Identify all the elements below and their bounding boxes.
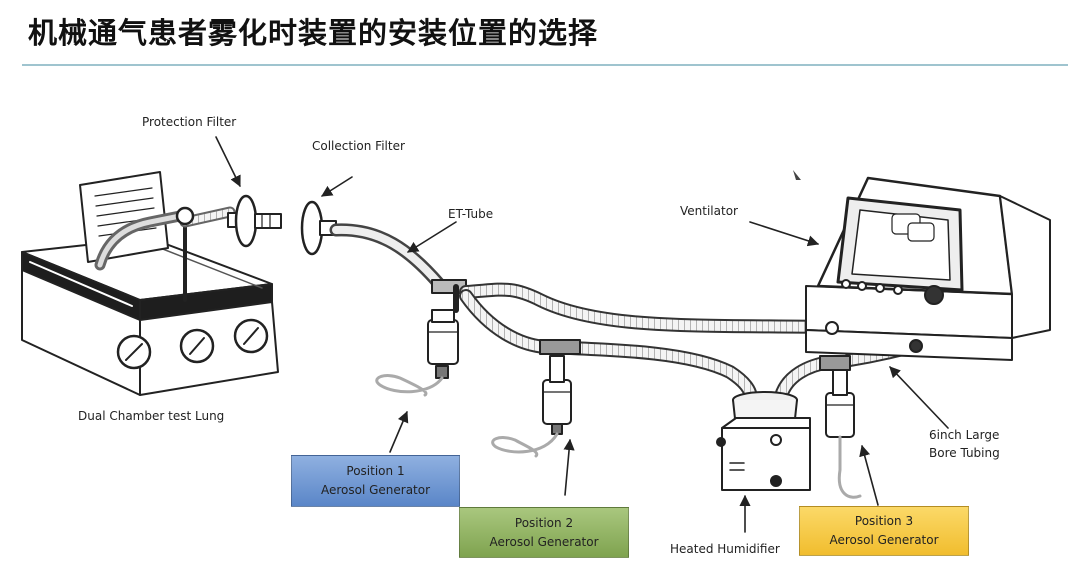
nebulizer-position-3 <box>825 369 862 499</box>
title-divider <box>22 64 1068 66</box>
heated-humidifier <box>716 391 811 491</box>
label-test-lung: Dual Chamber test Lung <box>78 409 225 423</box>
slide-title: 机械通气患者雾化时装置的安装位置的选择 <box>28 16 599 50</box>
position-3-box: Position 3 Aerosol Generator <box>799 506 969 556</box>
label-bore-tubing-line1: 6inch Large <box>929 428 1000 442</box>
position-2-title: Position 2 <box>514 515 574 530</box>
ventilator-unit <box>805 176 1051 361</box>
circuit-tubing <box>459 282 925 407</box>
position-1-box: Position 1 Aerosol Generator <box>291 455 460 507</box>
nebulizer-position-1 <box>375 309 459 397</box>
et-tube <box>329 223 467 313</box>
cursor-mark <box>793 170 801 180</box>
label-arrows <box>215 136 949 533</box>
label-et-tube: ET-Tube <box>448 207 494 221</box>
position-3-title: Position 3 <box>854 514 914 528</box>
position-1-subtitle: Aerosol Generator <box>320 483 431 497</box>
label-bore-tubing-line2: Bore Tubing <box>929 446 1000 460</box>
position-3-subtitle: Aerosol Generator <box>829 533 939 547</box>
label-protection-filter: Protection Filter <box>142 115 237 129</box>
position-2-subtitle: Aerosol Generator <box>489 534 599 549</box>
nebulizer-position-2 <box>491 355 572 458</box>
label-ventilator: Ventilator <box>680 204 738 218</box>
label-heated-humidifier: Heated Humidifier <box>670 542 780 556</box>
position-2-box: Position 2 Aerosol Generator <box>459 507 629 558</box>
label-collection-filter: Collection Filter <box>312 139 405 153</box>
collection-filter <box>300 200 337 256</box>
test-lung-device <box>21 171 279 396</box>
protection-filter <box>227 194 282 248</box>
position-1-title: Position 1 <box>346 464 405 478</box>
